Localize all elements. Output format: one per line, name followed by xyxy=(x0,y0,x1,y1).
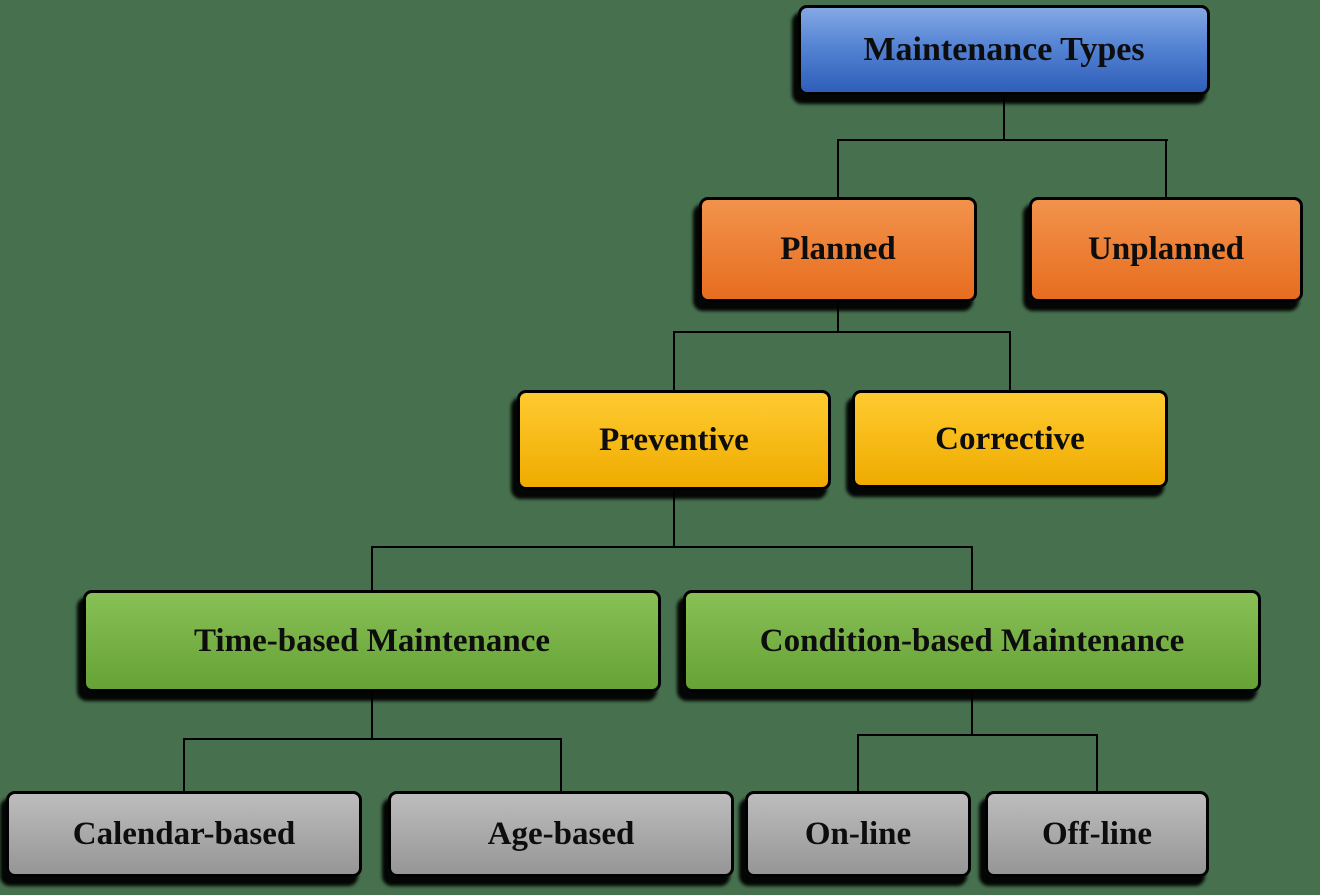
connector-line xyxy=(673,331,1011,333)
node-condition-based-maintenance: Condition-based Maintenance xyxy=(683,590,1261,692)
node-label: Off-line xyxy=(1042,815,1152,852)
connector-line xyxy=(371,546,973,548)
connector-line xyxy=(1165,139,1167,197)
connector-line xyxy=(837,302,839,333)
node-label: Age-based xyxy=(487,815,635,852)
connector-line xyxy=(560,738,562,791)
connector-line xyxy=(837,139,839,197)
node-label: Condition-based Maintenance xyxy=(759,622,1185,659)
node-label: Corrective xyxy=(935,420,1085,457)
connector-line xyxy=(183,738,185,791)
node-label: Maintenance Types xyxy=(863,31,1145,69)
node-on-line: On-line xyxy=(745,791,971,877)
node-label: Time-based Maintenance xyxy=(194,622,550,659)
node-label: On-line xyxy=(804,815,912,852)
connector-line xyxy=(971,546,973,590)
connector-line xyxy=(371,546,373,590)
node-label: Preventive xyxy=(599,421,749,458)
node-maintenance-types: Maintenance Types xyxy=(798,5,1210,95)
node-age-based: Age-based xyxy=(388,791,734,877)
node-label: Calendar-based xyxy=(72,815,296,852)
connector-line xyxy=(673,490,675,548)
node-preventive: Preventive xyxy=(517,390,831,490)
connector-line xyxy=(371,692,373,740)
node-unplanned: Unplanned xyxy=(1029,197,1303,302)
node-label: Unplanned xyxy=(1088,231,1244,268)
connector-line xyxy=(1009,331,1011,390)
node-label: Planned xyxy=(780,231,896,268)
connector-line xyxy=(837,139,1168,141)
connector-line xyxy=(673,331,675,390)
connector-line xyxy=(183,738,562,740)
node-planned: Planned xyxy=(699,197,977,302)
node-time-based-maintenance: Time-based Maintenance xyxy=(83,590,661,692)
node-off-line: Off-line xyxy=(985,791,1209,877)
connector-line xyxy=(971,692,973,736)
connector-line xyxy=(1096,734,1098,791)
connector-line xyxy=(857,734,1098,736)
node-calendar-based: Calendar-based xyxy=(6,791,362,877)
connector-line xyxy=(857,734,859,791)
connector-line xyxy=(1003,95,1005,140)
node-corrective: Corrective xyxy=(852,390,1168,488)
